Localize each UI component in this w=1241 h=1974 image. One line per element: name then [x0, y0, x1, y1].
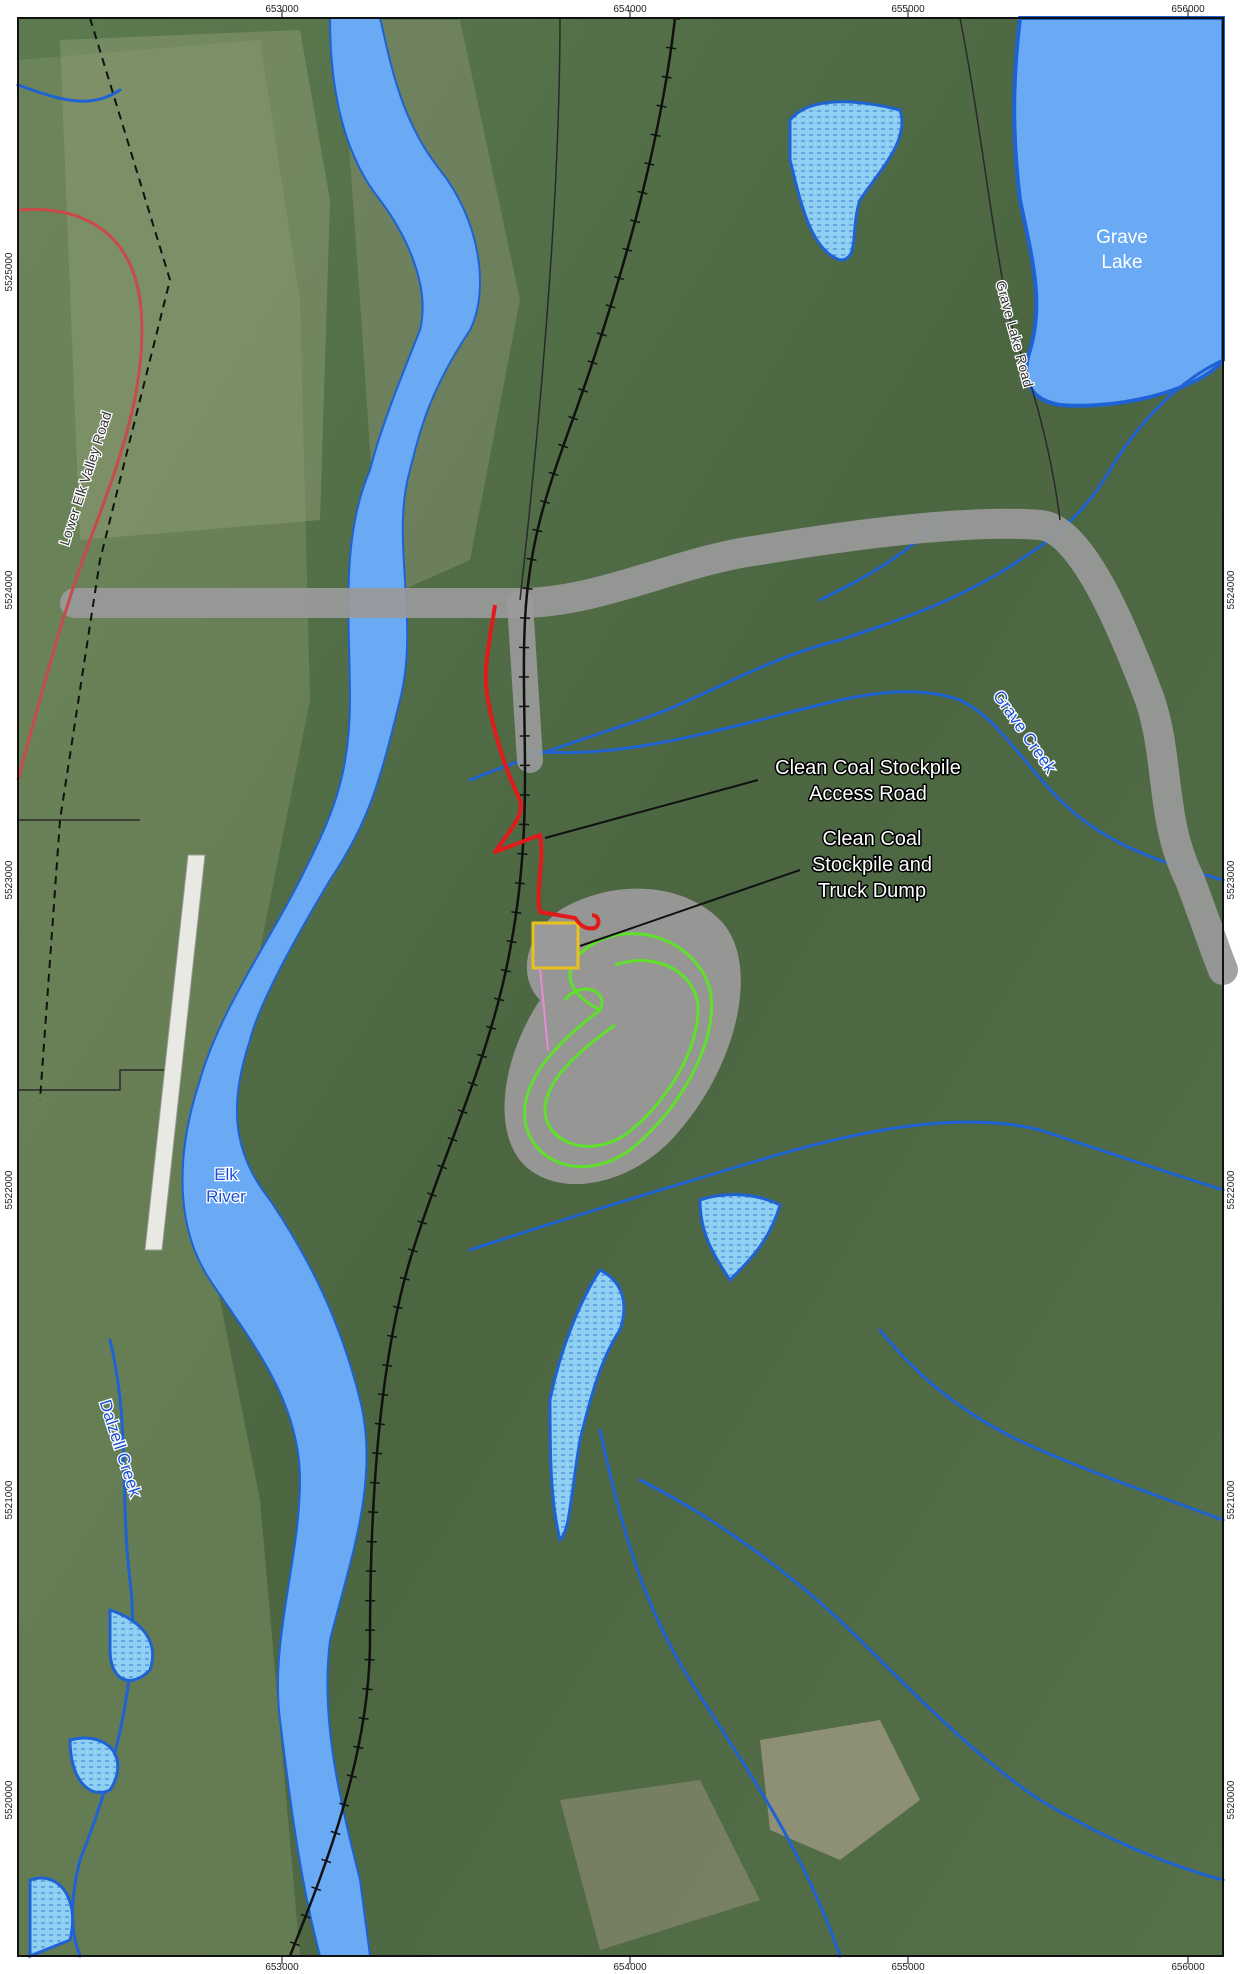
local-roads: [18, 17, 1061, 1091]
left-northing-4: 5522000: [4, 1170, 15, 1209]
rail-loop-turn: [563, 987, 604, 1011]
right-northing-1: 5524000: [1226, 570, 1237, 609]
elk-river-label-2: River: [206, 1187, 246, 1206]
grave-lake: [1012, 16, 1225, 408]
bottom-easting-2: 654000: [613, 1962, 647, 1973]
right-northing-2: 5523000: [1226, 860, 1237, 899]
local-road-1: [519, 17, 561, 601]
access-road-leader: [544, 779, 759, 839]
map-frame: [17, 17, 1224, 1957]
valley-floor: [18, 40, 310, 1956]
access-road-callout-2: Access Road: [809, 783, 927, 805]
wetland-center: [698, 1193, 782, 1283]
floodplain-clearing: [60, 30, 330, 540]
stockpile-callout-3: Truck Dump: [818, 880, 926, 902]
stockpile-callout-2: Stockpile and: [812, 854, 932, 876]
wetland-sw: [68, 1736, 120, 1794]
wetland-dalzell: [108, 1607, 155, 1682]
left-northing-5: 5521000: [4, 1480, 15, 1519]
grave-lake-road-line: [959, 17, 1061, 521]
stockpile-leader: [579, 869, 801, 947]
left-northing-6: 5520000: [4, 1780, 15, 1819]
top-easting-3: 655000: [891, 4, 925, 15]
lower-creek-2: [598, 1428, 842, 1958]
conveyor-line: [539, 967, 549, 1051]
south-creek: [468, 1120, 1225, 1252]
right-northing-3: 5522000: [1226, 1170, 1237, 1209]
grid-ticks: [281, 10, 1189, 1964]
clearcut-patch-2: [560, 1780, 760, 1950]
boundary-line: [39, 17, 172, 1101]
left-northing-3: 5523000: [4, 860, 15, 899]
lower-elk-valley-road-line: [16, 207, 144, 781]
grave-creek-branch: [518, 690, 1225, 882]
stockpile-callout-1: Clean Coal: [823, 828, 922, 850]
right-northing-5: 5520000: [1226, 1780, 1237, 1819]
grave-creek-line: [468, 358, 1225, 782]
bottom-easting-1: 653000: [265, 1962, 299, 1973]
bottom-easting-3: 655000: [891, 1962, 925, 1973]
airstrip: [144, 854, 206, 1251]
stockpile-box: [531, 921, 580, 970]
access-road-line: [483, 604, 601, 931]
access-road-callout-1: Clean Coal Stockpile: [775, 757, 961, 779]
grave-lake-label-2: Lake: [1101, 252, 1142, 273]
grave-lake-label-1: Grave: [1096, 227, 1148, 248]
airstrip-access: [18, 1069, 170, 1091]
top-easting-2: 654000: [613, 4, 647, 15]
left-northing-1: 5525000: [4, 252, 15, 291]
wetland-chain: [548, 1268, 626, 1543]
clearcut-patch: [760, 1720, 920, 1860]
nw-creek: [16, 83, 122, 103]
elk-river-label-1: Elk: [214, 1165, 238, 1184]
wetland-sw-2: [28, 1876, 75, 1959]
top-easting-1: 653000: [265, 4, 299, 15]
top-easting-4: 656000: [1171, 4, 1205, 15]
rail-loop-inner: [543, 959, 700, 1148]
wetland-north: [788, 100, 904, 262]
left-northing-2: 5524000: [4, 570, 15, 609]
lower-creek: [638, 1478, 1225, 1882]
bottom-easting-4: 656000: [1171, 1962, 1205, 1973]
east-creek: [878, 1328, 1225, 1522]
wetlands: [28, 100, 904, 1959]
haul-corridor: [60, 508, 1238, 985]
right-northing-4: 5521000: [1226, 1480, 1237, 1519]
railway: [288, 17, 677, 1957]
